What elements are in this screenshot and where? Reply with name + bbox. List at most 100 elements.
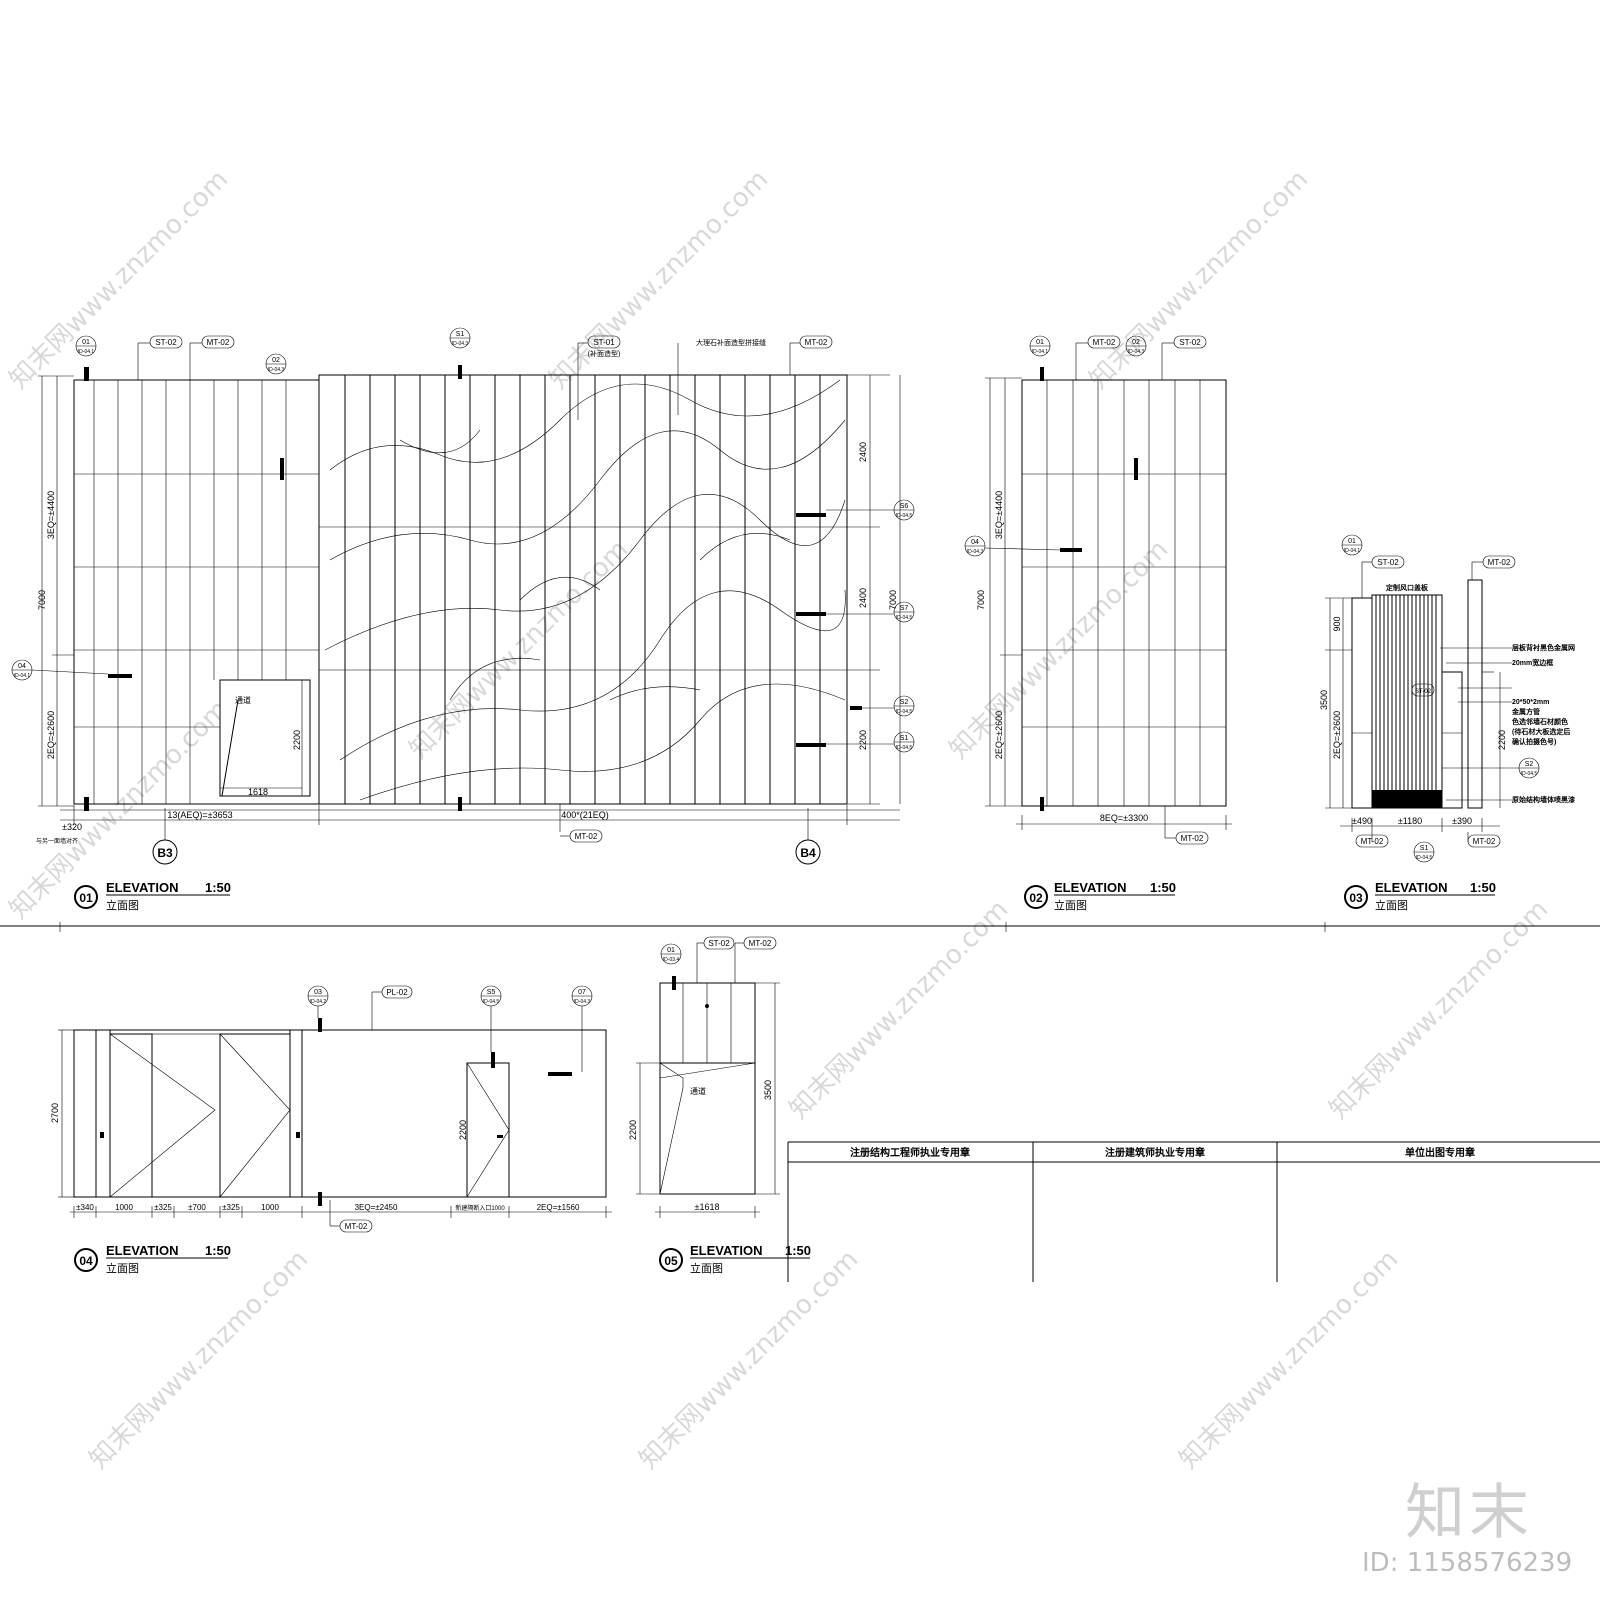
dim-total-right: 7000: [888, 590, 898, 610]
svg-text:20*50*2mm: 20*50*2mm: [1512, 699, 1549, 706]
svg-text:确认拍摄色号): 确认拍摄色号): [1512, 737, 1556, 746]
callout[interactable]: S1 ID-04.5: [826, 731, 915, 753]
svg-text:07: 07: [578, 989, 586, 996]
callout[interactable]: S1 ID-04.3: [449, 327, 471, 349]
callout[interactable]: 03 ID-04.2: [307, 985, 329, 1007]
callout[interactable]: S2 ID-04.5: [850, 695, 915, 717]
callout[interactable]: 07 ID-04.3: [571, 985, 593, 1007]
svg-text:ID-04.3: ID-04.3: [574, 999, 591, 1005]
title-02: 02 ELEVATION 1:50 立面图: [1024, 880, 1176, 912]
dim-lower: 2EQ=±2600: [1332, 711, 1342, 759]
svg-text:立面图: 立面图: [106, 898, 139, 912]
dim-door-height: 2200: [292, 730, 302, 750]
callout[interactable]: 04 ID-04.3: [964, 535, 1061, 557]
callout[interactable]: 04 ID-04.1: [11, 659, 109, 681]
callout[interactable]: S5 ID-04.5: [480, 985, 502, 1007]
tag-mt02-bottom-left: MT-02: [1361, 837, 1384, 846]
tag-st02: ST-02: [1377, 558, 1399, 567]
svg-text:ELEVATION: ELEVATION: [1054, 880, 1126, 895]
dim-w2: ±1180: [1398, 816, 1422, 826]
svg-text:ELEVATION: ELEVATION: [1375, 880, 1447, 895]
callout[interactable]: S6 ID-04.5: [826, 499, 915, 521]
svg-text:ID-04.1: ID-04.1: [78, 349, 95, 355]
svg-text:ID-03.4: ID-03.4: [663, 957, 680, 963]
svg-text:金属方管: 金属方管: [1511, 707, 1540, 716]
brand-logo: 知末: [1405, 1478, 1533, 1548]
notes: 层板背衬黑色金属网 20mm宽边框 20*50*2mm 金属方管 色选邻墙石材颜…: [1511, 643, 1575, 804]
svg-text:(待石材大板选定后: (待石材大板选定后: [1512, 727, 1570, 736]
tag-mt02: MT-02: [207, 338, 230, 347]
dim-door-width: 1618: [248, 787, 268, 797]
watermark: 知末网www.znzmo.com: [1084, 164, 1315, 395]
callout[interactable]: 01 ID-04.1: [75, 335, 97, 357]
grid-b4: B4: [800, 846, 816, 860]
dim-right: 400*(21EQ): [561, 810, 609, 820]
svg-text:1:50: 1:50: [205, 1243, 231, 1258]
dim-door-height: 2200: [458, 1120, 468, 1140]
elevation-04: 2700 2200 ±340 1000 ±325 ±700 ±325 1000 …: [50, 985, 612, 1233]
svg-text:01: 01: [79, 891, 93, 905]
callout[interactable]: 01 ID-04.1: [1341, 534, 1363, 556]
watermark: 知末网www.znzmo.com: [634, 1244, 865, 1475]
dim-d6: 1000: [261, 1203, 279, 1212]
dim-d5: ±325: [222, 1203, 240, 1212]
svg-text:ID-04.3: ID-04.3: [268, 367, 285, 373]
dim-lower: 2EQ=±2600: [46, 711, 56, 759]
elevation-02: 7000 3EQ=±4400 2EQ=±2600 8EQ=±3300 MT-02…: [964, 335, 1232, 845]
marble-wall: [318, 374, 848, 805]
callout[interactable]: 01 ID-04.1: [1029, 335, 1051, 357]
svg-text:03: 03: [314, 989, 322, 996]
dim-r3: 2200: [858, 730, 868, 750]
dim-d1: ±340: [76, 1203, 94, 1212]
image-id: ID: 1158576239: [1362, 1548, 1573, 1578]
callout[interactable]: 01 ID-03.4: [660, 943, 682, 965]
svg-text:ID-04.2: ID-04.2: [310, 999, 327, 1005]
watermark-layer: 知末网www.znzmo.com 知末网www.znzmo.com 知末网www…: [4, 164, 1555, 1475]
svg-text:S1: S1: [456, 331, 465, 338]
svg-text:S7: S7: [900, 605, 909, 612]
callout[interactable]: 02 ID-04.3: [1125, 335, 1147, 357]
svg-text:ID-04.5: ID-04.5: [1521, 771, 1538, 777]
watermark: 知末网www.znzmo.com: [944, 534, 1175, 765]
svg-text:04: 04: [971, 539, 979, 546]
dim-2200: 2200: [1497, 730, 1507, 750]
svg-text:S5: S5: [487, 989, 496, 996]
watermark: 知末网www.znzmo.com: [784, 894, 1015, 1125]
svg-text:ELEVATION: ELEVATION: [106, 880, 178, 895]
svg-text:05: 05: [664, 1254, 678, 1268]
svg-text:层板背衬黑色金属网: 层板背衬黑色金属网: [1511, 643, 1575, 652]
watermark: 知末网www.znzmo.com: [84, 1244, 315, 1475]
grid-bubble-b3: [152, 839, 178, 865]
stone-joints: [74, 380, 319, 804]
tag-mt02-bottom: MT-02: [575, 832, 598, 841]
tag-st01-note: (补面造型): [588, 349, 621, 358]
svg-text:ELEVATION: ELEVATION: [106, 1243, 178, 1258]
svg-text:ELEVATION: ELEVATION: [690, 1243, 762, 1258]
dim-d7: 3EQ=±2450: [355, 1203, 398, 1212]
dim-height: 2700: [50, 1103, 60, 1123]
callout[interactable]: 02 ID-04.3: [265, 353, 287, 375]
dim-r2: 2400: [858, 588, 868, 608]
svg-text:04: 04: [79, 1254, 93, 1268]
dim-d8: 新建隔断入口1000: [455, 1204, 505, 1212]
elevation-03: ST-02 定制风口盖板 ST-02 MT-02 MT-02 MT-02 层板背…: [1319, 534, 1575, 863]
title-05: 05 ELEVATION 1:50 立面图: [659, 1243, 811, 1275]
svg-text:1:50: 1:50: [205, 880, 231, 895]
callout[interactable]: S1 ID-04.5: [1413, 841, 1435, 863]
svg-text:1:50: 1:50: [1470, 880, 1496, 895]
svg-text:立面图: 立面图: [690, 1261, 723, 1275]
callout[interactable]: S2 ID-04.5: [1442, 757, 1540, 779]
dim-lower: 2EQ=±2600: [994, 711, 1004, 759]
watermark: 知末网www.znzmo.com: [1174, 1244, 1405, 1475]
svg-text:立面图: 立面图: [106, 1261, 139, 1275]
opening-label: 通道: [690, 1086, 706, 1096]
tag-mt02-bottom-right: MT-02: [1473, 837, 1496, 846]
callout[interactable]: S7 ID-04.5: [826, 601, 915, 623]
dim-w3: ±390: [1452, 816, 1472, 826]
svg-text:03: 03: [1349, 891, 1363, 905]
watermark: 知末网www.znzmo.com: [544, 164, 775, 395]
svg-text:立面图: 立面图: [1054, 898, 1087, 912]
svg-text:ID-04.5: ID-04.5: [896, 615, 913, 621]
svg-text:S1: S1: [1420, 845, 1429, 852]
tag-st02-inner: ST-02: [1415, 689, 1432, 695]
